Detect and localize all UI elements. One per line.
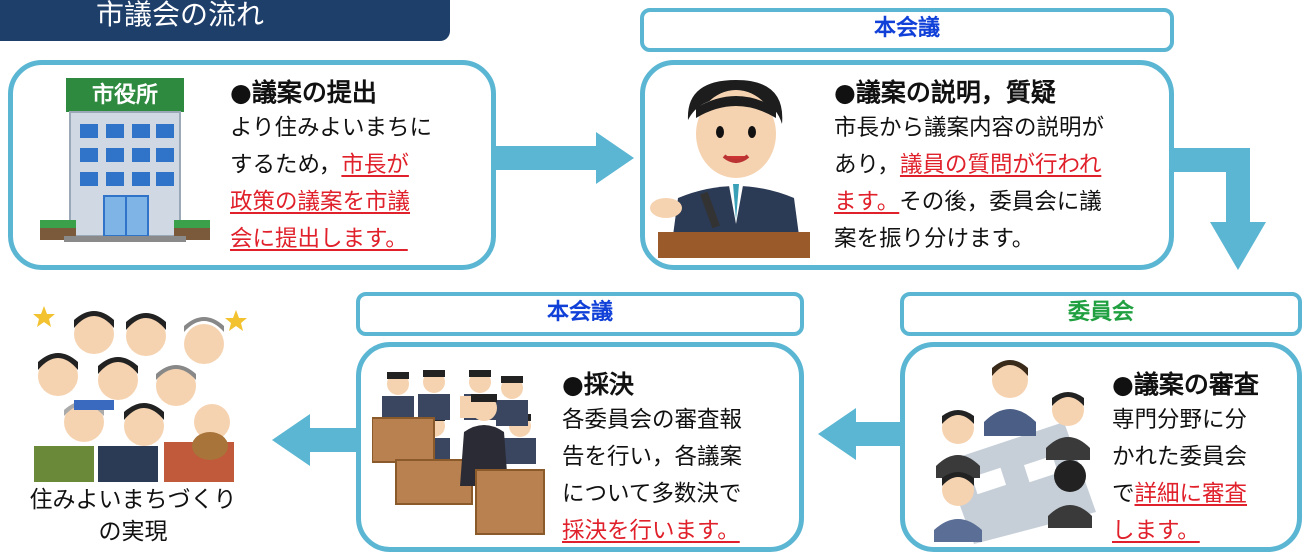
arrow-left-icon xyxy=(272,414,356,466)
step-committee-text: ●議案の審査 専門分野に分 かれた委員会 で詳細に審査 します。 xyxy=(1112,368,1302,550)
result-caption: 住みよいまちづくり の実現 xyxy=(8,484,258,548)
city-hall-sign: 市役所 xyxy=(91,83,158,108)
result-line: 住みよいまちづくり xyxy=(29,487,237,513)
page-title: 市議会の流れ xyxy=(96,0,265,31)
arrow-right-icon xyxy=(496,132,634,184)
highlight-text: します。 xyxy=(1112,518,1200,544)
committee-meeting-icon xyxy=(934,360,1096,544)
step-line: より住みよいまちに xyxy=(230,115,433,141)
step-heading: ●議案の説明，質疑 xyxy=(834,78,1056,107)
highlight-text: 詳細に審査 xyxy=(1134,481,1248,507)
highlight-text: 採決を行います。 xyxy=(562,518,740,544)
step-line: するため， xyxy=(230,152,342,178)
highlight-text: 政策の議案を市議 xyxy=(230,189,411,215)
highlight-text: 市長が xyxy=(341,152,409,178)
happy-citizens-icon xyxy=(33,306,247,482)
arrow-left-icon xyxy=(818,408,904,460)
step-line: 各委員会の審査報 xyxy=(562,407,743,433)
step-line: について多数決で xyxy=(562,481,742,507)
step-line: 案を振り分けます。 xyxy=(834,226,1035,252)
step-submission-text: ●議案の提出 より住みよいまちに するため，市長が 政策の議案を市議 会に提出し… xyxy=(230,76,490,258)
step-heading: ●議案の提出 xyxy=(230,78,377,107)
page-title-tab: 市議会の流れ xyxy=(0,0,450,41)
plenary-label-top: 本会議 xyxy=(640,8,1174,52)
step-heading: ●採決 xyxy=(562,370,634,399)
step-line: あり， xyxy=(834,152,900,178)
step-vote-text: ●採決 各委員会の審査報 告を行い，各議案 について多数決で 採決を行います。 xyxy=(562,368,802,550)
step-line: 市長から議案内容の説明が xyxy=(834,115,1105,141)
step-heading: ●議案の審査 xyxy=(1112,370,1259,399)
plenary-label-bottom: 本会議 xyxy=(356,292,804,336)
step-line: かれた委員会 xyxy=(1112,444,1248,470)
arrow-down-icon xyxy=(1172,148,1266,270)
highlight-text: 会に提出します。 xyxy=(230,226,408,252)
assembly-vote-icon xyxy=(372,370,545,535)
step-explanation-text: ●議案の説明，質疑 市長から議案内容の説明が あり，議員の質問が行われ ます。そ… xyxy=(834,76,1168,258)
step-line: 告を行い，各議案 xyxy=(562,444,743,470)
step-line: 専門分野に分 xyxy=(1112,407,1248,433)
highlight-text: ます。 xyxy=(834,189,900,215)
committee-label: 委員会 xyxy=(900,292,1302,336)
step-line: その後，委員会に議 xyxy=(899,189,1102,215)
highlight-text: 議員の質問が行われ xyxy=(899,152,1102,178)
step-line: で xyxy=(1112,481,1135,507)
city-hall-icon xyxy=(40,78,210,242)
result-line: の実現 xyxy=(98,519,168,545)
mayor-speaking-icon xyxy=(650,80,810,258)
